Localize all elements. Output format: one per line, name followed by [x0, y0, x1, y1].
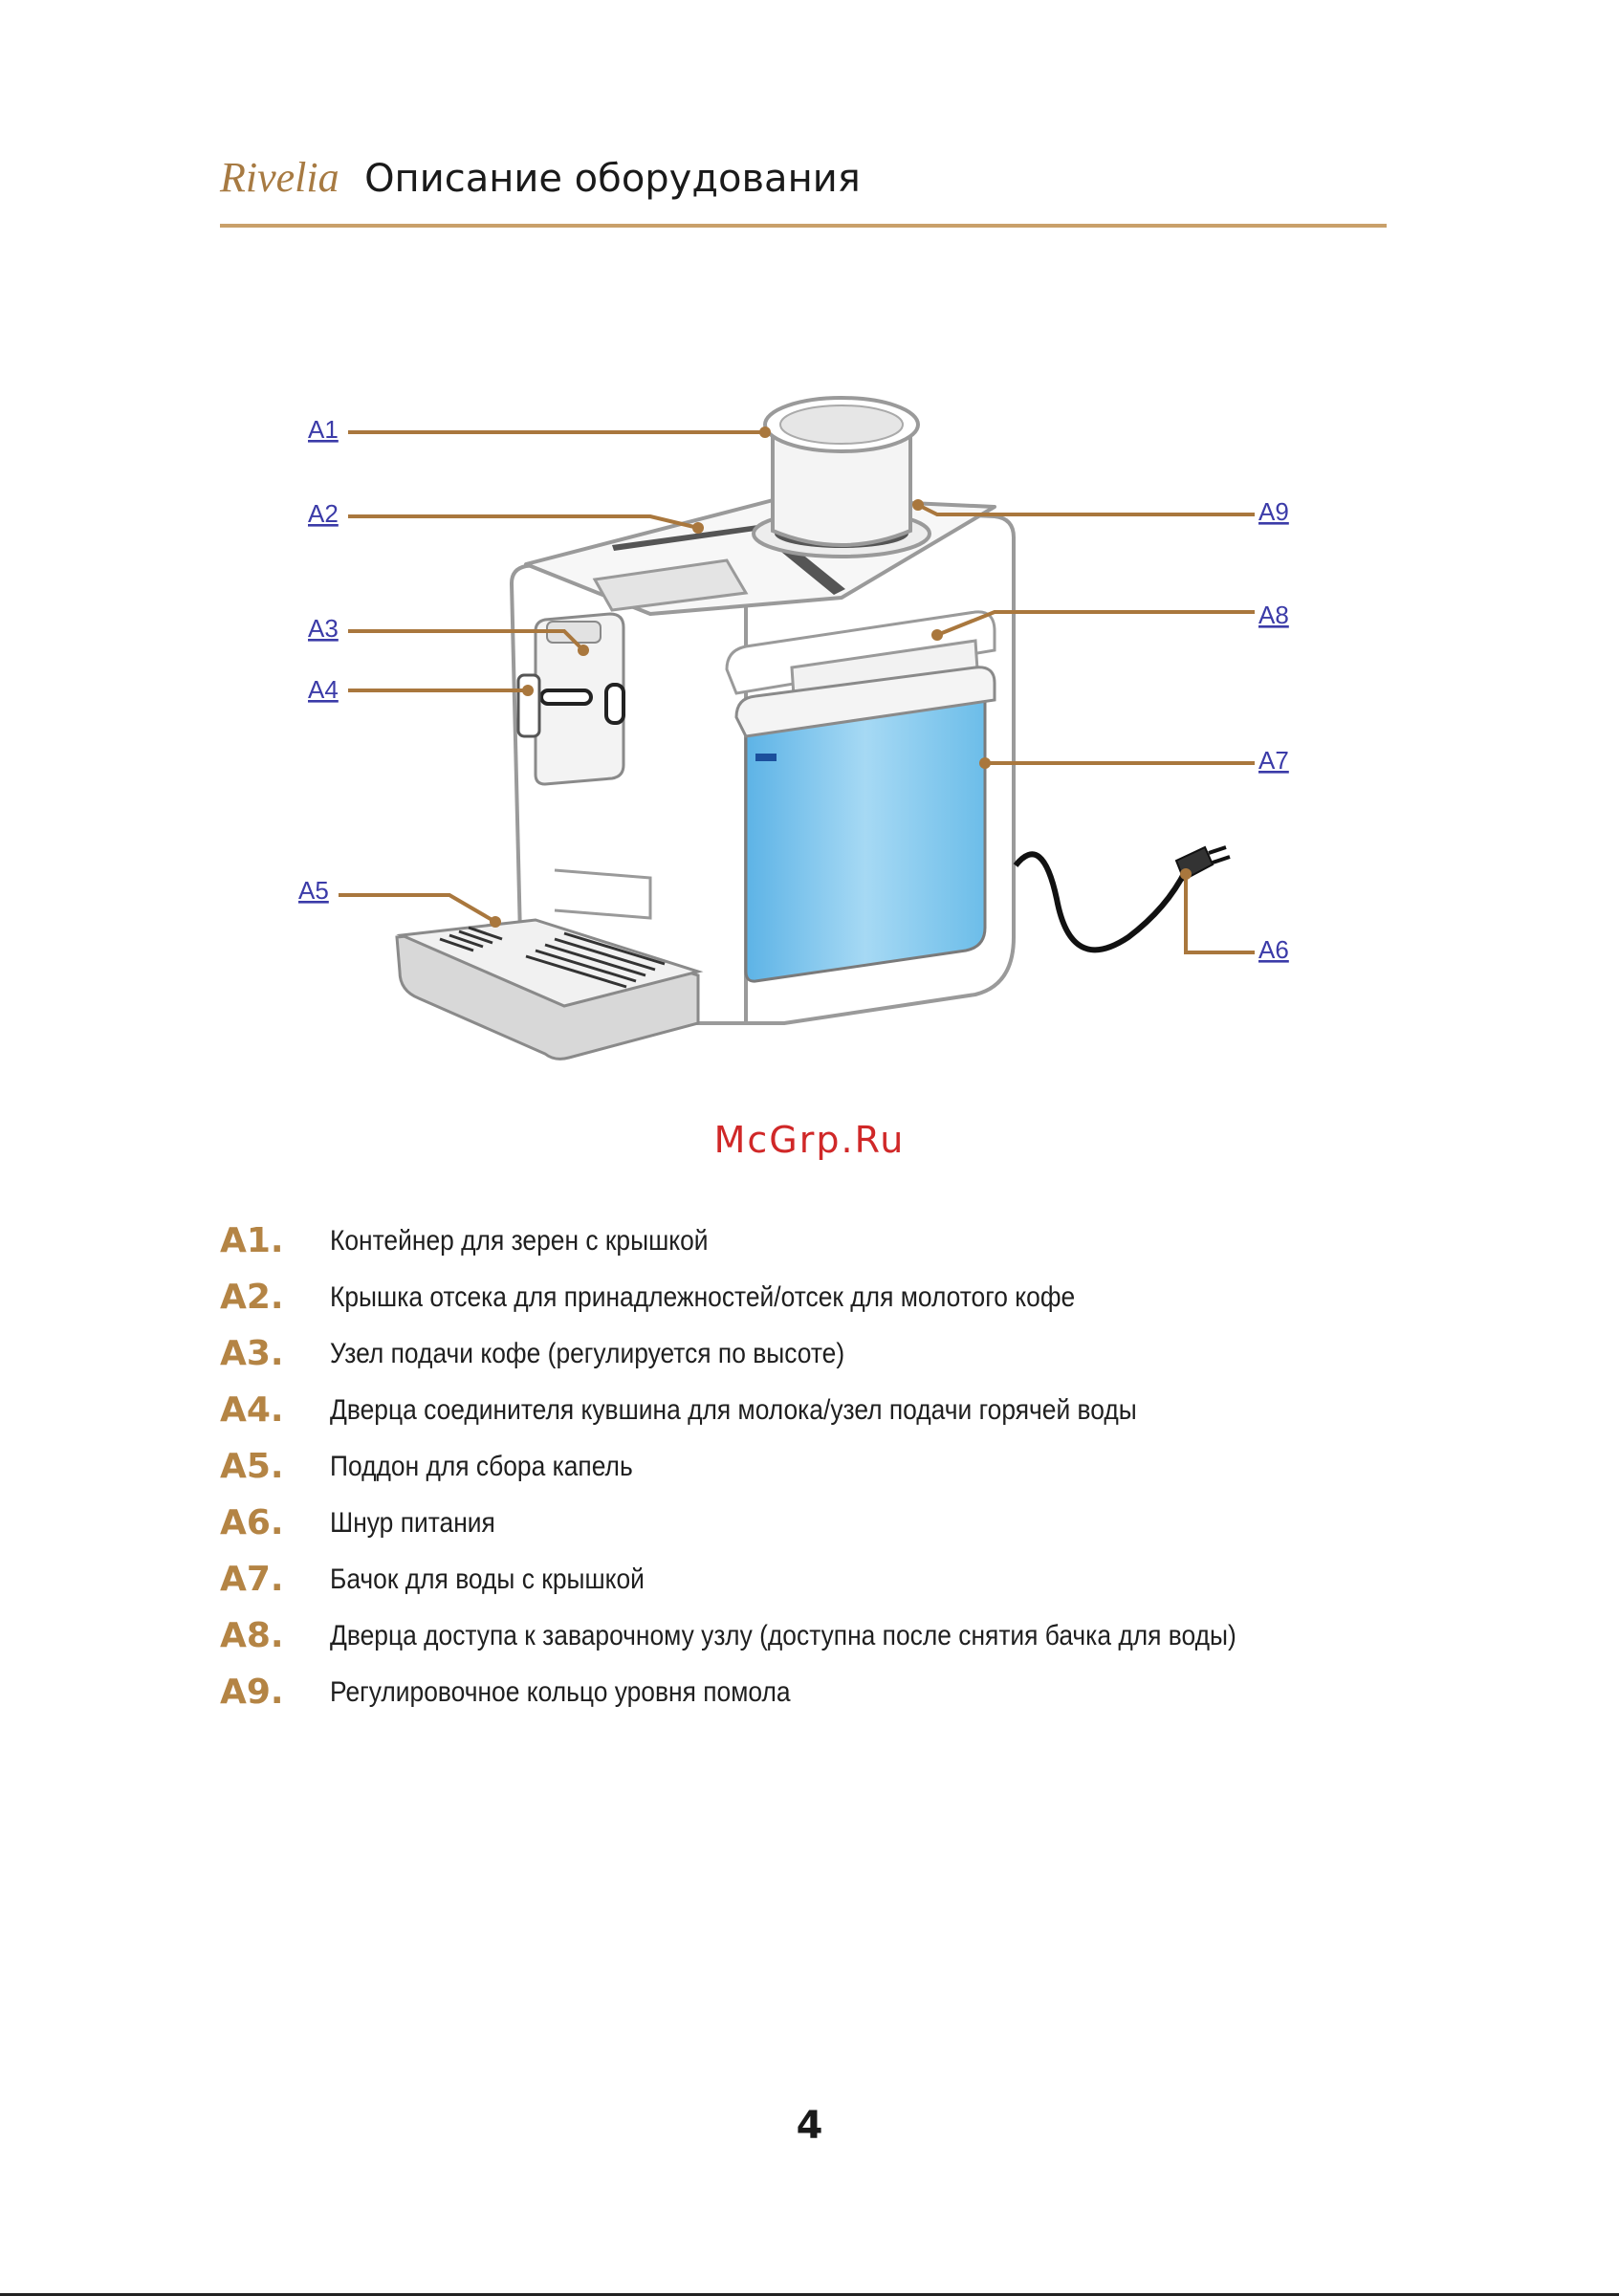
brand-name: Rivelia [220, 154, 339, 201]
callout-line-a1-dot [759, 426, 771, 438]
callout-a4: A4 [308, 675, 339, 704]
legend-item: A7. Бачок для воды с крышкой [220, 1551, 1415, 1607]
header-rule [220, 224, 1387, 228]
callout-line-a5 [339, 893, 497, 924]
coffee-outlet [516, 612, 625, 786]
power-cord [1013, 845, 1231, 953]
page-number: 4 [796, 2104, 823, 2148]
callout-a8: A8 [1258, 601, 1289, 629]
page-header: Rivelia Описание оборудования [220, 153, 1377, 230]
callout-line-a7-dot [979, 757, 991, 769]
legend-item: A3. Узел подачи кофе (регулируется по выс… [220, 1325, 1415, 1382]
legend-text: Узел подачи кофе (регулируется по высоте… [330, 1337, 845, 1369]
callout-line-a8-dot [931, 629, 943, 641]
legend-item: A9. Регулировочное кольцо уровня помола [220, 1664, 1415, 1720]
page-bottom-border [0, 2293, 1619, 2296]
access-door [725, 610, 996, 698]
legend-item: A4. Дверца соединителя кувшина для молока… [220, 1382, 1415, 1438]
callout-a2: A2 [308, 499, 339, 528]
callout-line-a2-dot [692, 522, 704, 534]
callout-line-a9-dot [912, 499, 924, 511]
callout-line-a2 [348, 514, 699, 530]
legend-text: Контейнер для зерен с крышкой [330, 1224, 709, 1257]
legend-text: Крышка отсека для принадлежностей/отсек … [330, 1280, 1076, 1313]
page-title: Описание оборудования [364, 157, 861, 201]
legend-text: Бачок для воды с крышкой [330, 1563, 645, 1595]
callout-line-a3 [348, 629, 585, 652]
legend-item: A8. Дверца доступа к заварочному узлу (до… [220, 1607, 1415, 1664]
callout-line-a3-dot [578, 645, 589, 656]
legend-text: Дверца соединителя кувшина для молока/уз… [330, 1393, 1137, 1426]
callout-line-a8 [936, 610, 1255, 637]
callout-line-a6 [1184, 874, 1255, 954]
callout-a5: A5 [298, 876, 329, 905]
legend-code: A5. [220, 1447, 284, 1486]
watermark: McGrp.Ru [713, 1119, 906, 1161]
callout-a1: A1 [308, 415, 339, 444]
top-panel [592, 524, 845, 612]
legend-item: A6. Шнур питания [220, 1495, 1415, 1551]
callout-line-a5-dot [490, 916, 501, 928]
callout-line-a6-dot [1180, 868, 1192, 880]
callout-labels: A1 A2 A3 A4 A5 A6 A7 A8 A9 [298, 415, 1289, 964]
legend-text: Регулировочное кольцо уровня помола [330, 1675, 791, 1708]
legend-text: Поддон для сбора капель [330, 1450, 633, 1482]
callout-line-a9 [917, 503, 1255, 516]
legend-code: A7. [220, 1560, 284, 1599]
legend-item: A5. Поддон для сбора капель [220, 1438, 1415, 1495]
legend-code: A2. [220, 1278, 284, 1317]
legend-code: A6. [220, 1503, 284, 1542]
coffee-machine-diagram: A1 A2 A3 A4 A5 A6 A7 A8 A9 [298, 396, 1289, 1061]
bean-container [752, 396, 931, 558]
legend-text: Дверца доступа к заварочному узлу (досту… [330, 1619, 1236, 1651]
legend-item: A2. Крышка отсека для принадлежностей/отс… [220, 1269, 1415, 1325]
callout-a7: A7 [1258, 746, 1289, 775]
front-slot [554, 868, 652, 920]
callout-lines [339, 426, 1255, 954]
callout-a3: A3 [308, 614, 339, 643]
callout-a6: A6 [1258, 935, 1289, 964]
callout-a9: A9 [1258, 497, 1289, 526]
drip-tray [395, 918, 704, 1061]
water-tank [734, 666, 996, 983]
legend-text: Шнур питания [330, 1506, 495, 1539]
legend-item: A1. Контейнер для зерен с крышкой [220, 1213, 1415, 1269]
legend-code: A1. [220, 1221, 284, 1260]
legend-code: A9. [220, 1673, 284, 1712]
legend-code: A3. [220, 1334, 284, 1373]
callout-line-a4-dot [522, 685, 534, 696]
legend-code: A4. [220, 1390, 284, 1430]
legend-code: A8. [220, 1616, 284, 1655]
